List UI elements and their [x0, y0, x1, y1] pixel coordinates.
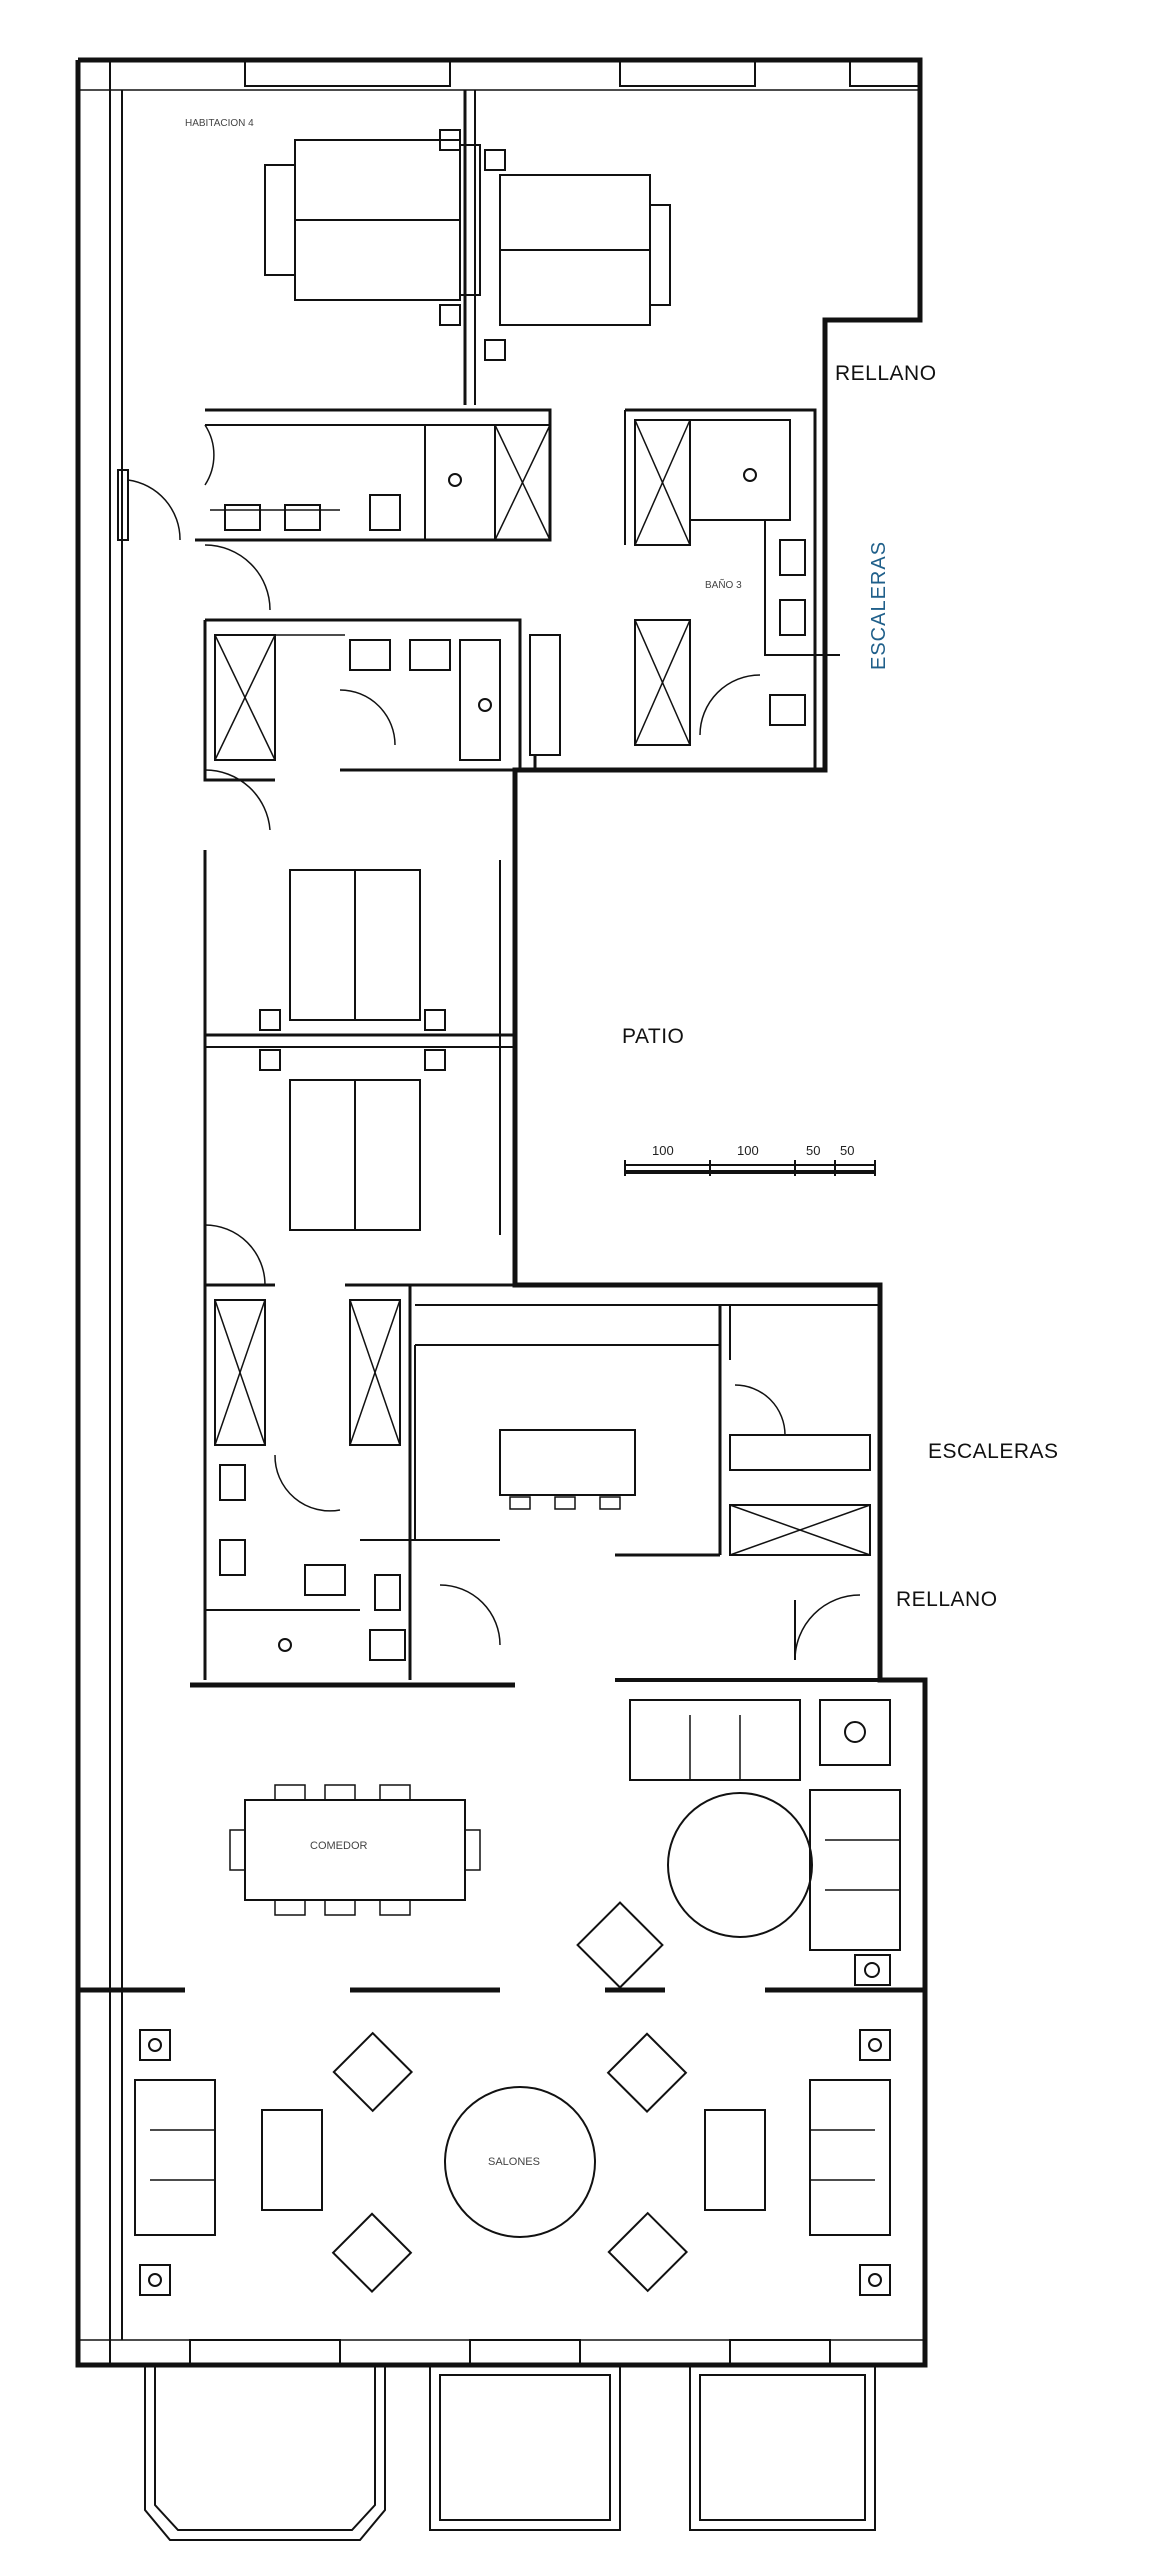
label-escaleras-vertical: ESCALERAS — [868, 540, 890, 670]
label-rellano-mid: RELLANO — [896, 1588, 998, 1611]
scale-tick-label: 50 — [806, 1143, 821, 1158]
second-closet-row — [203, 618, 561, 782]
middle-bedroom — [203, 769, 517, 1287]
label-salon: SALONES — [488, 2156, 540, 2168]
label-comedor: COMEDOR — [310, 1840, 368, 1852]
scale-tick-label: 50 — [840, 1143, 855, 1158]
label-habitacion-4: HABITACION 4 — [185, 118, 254, 129]
top-windows — [244, 59, 921, 87]
label-patio: PATIO — [622, 1025, 685, 1048]
balconies — [144, 2339, 876, 2541]
label-bano-3: BAÑO 3 — [705, 580, 742, 591]
scale-bar — [624, 1160, 876, 1176]
bath-3-block — [533, 408, 840, 772]
label-rellano-top: RELLANO — [835, 362, 937, 385]
scale-tick-label: 100 — [737, 1143, 759, 1158]
living-dining — [78, 1678, 925, 1993]
bedroom-4-beds — [264, 90, 671, 405]
left-door-top — [117, 469, 181, 541]
lower-bath-block — [190, 1283, 515, 1688]
upper-left-closets — [195, 408, 552, 611]
kitchen — [414, 1282, 880, 1661]
scale-tick-label: 100 — [652, 1143, 674, 1158]
label-escaleras-mid: ESCALERAS — [928, 1440, 1059, 1463]
salon — [134, 2029, 891, 2296]
